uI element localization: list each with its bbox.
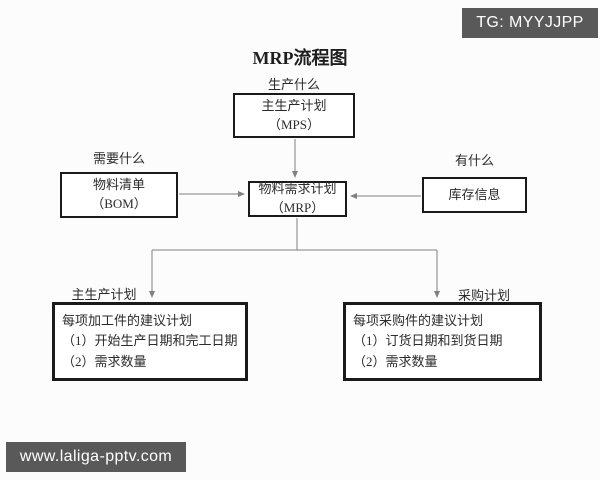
site-url-watermark: www.laliga-pptv.com xyxy=(6,442,186,472)
node-purchase-suggestion-line2: （1）订货日期和到货日期 xyxy=(353,333,503,349)
node-production-suggestion-line3: （2）需求数量 xyxy=(62,353,147,369)
node-purchase-suggestion-line1: 每项采购件的建议计划 xyxy=(353,313,484,329)
node-mps-line1: 主生产计划 xyxy=(261,97,327,113)
label-need-what: 需要什么 xyxy=(92,151,145,166)
node-production-suggestion-line1: 每项加工件的建议计划 xyxy=(62,313,193,329)
node-bom-line1: 物料清单 xyxy=(92,177,145,193)
label-master-production-plan: 主生产计划 xyxy=(71,287,137,302)
label-have-what: 有什么 xyxy=(454,153,494,168)
node-mrp: 物料需求计划 （MRP） xyxy=(248,181,347,217)
node-purchase-suggestion-line3: （2）需求数量 xyxy=(353,353,438,369)
label-produce-what: 生产什么 xyxy=(267,77,320,92)
diagram-title: MRP流程图 xyxy=(252,48,348,68)
node-bom: 物料清单 （BOM） xyxy=(60,172,178,218)
node-mps-line2: （MPS） xyxy=(267,116,321,132)
node-inventory: 库存信息 xyxy=(422,177,527,213)
node-mrp-line1: 物料需求计划 xyxy=(258,181,337,197)
node-inventory-line1: 库存信息 xyxy=(448,186,501,202)
node-production-suggestion-line2: （1）开始生产日期和完工日期 xyxy=(62,333,238,349)
node-mps: 主生产计划 （MPS） xyxy=(233,93,355,138)
node-purchase-suggestion: 每项采购件的建议计划 （1）订货日期和到货日期 （2）需求数量 xyxy=(343,302,542,381)
node-production-suggestion: 每项加工件的建议计划 （1）开始生产日期和完工日期 （2）需求数量 xyxy=(52,302,248,381)
tg-contact-badge: TG: MYYJJPP xyxy=(462,8,598,38)
label-purchase-plan: 采购计划 xyxy=(457,288,510,303)
node-bom-line2: （BOM） xyxy=(91,196,147,211)
node-mrp-line2: （MRP） xyxy=(270,200,325,215)
